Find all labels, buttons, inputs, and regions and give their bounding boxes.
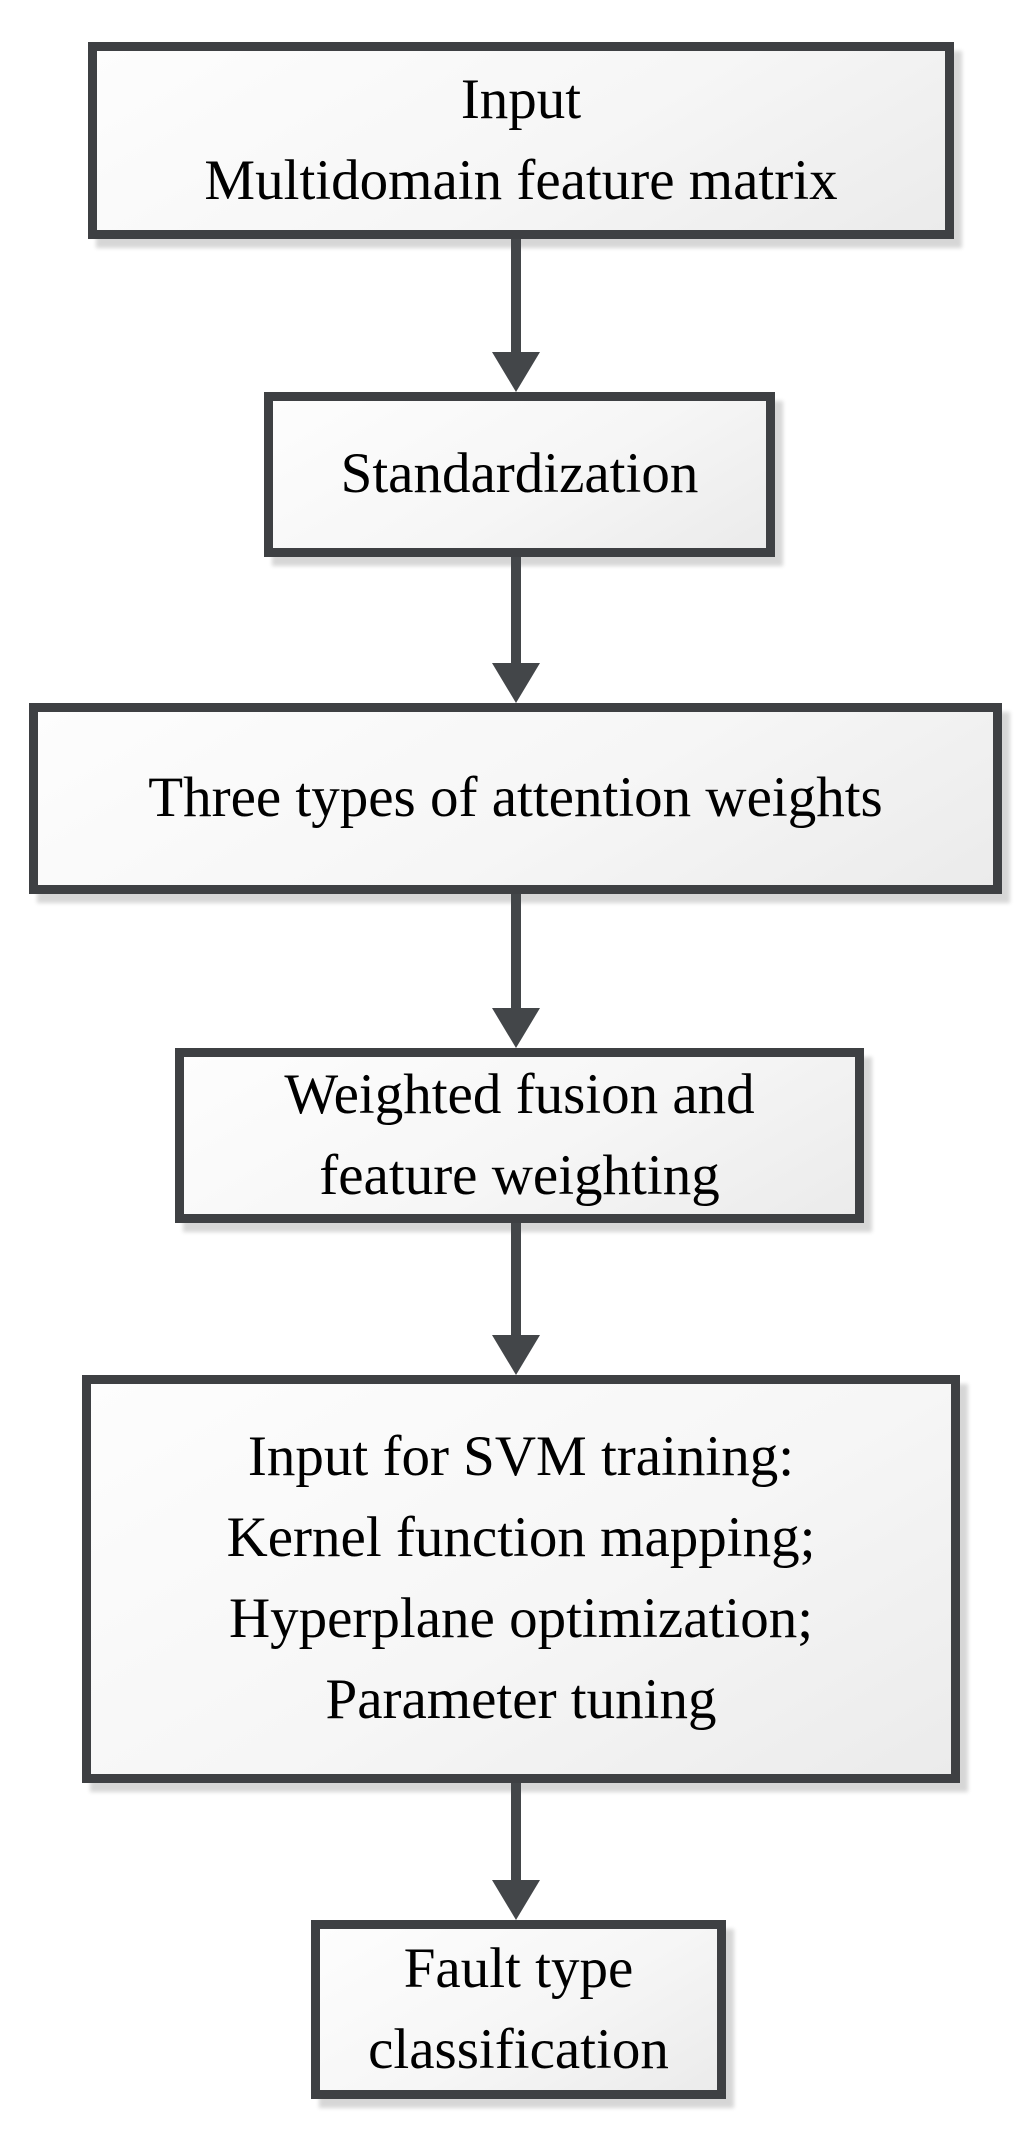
arrow-head-icon bbox=[492, 1008, 540, 1048]
node-weighted-fusion: Weighted fusion and feature weighting bbox=[175, 1048, 864, 1223]
node-attention-weights: Three types of attention weights bbox=[29, 703, 1002, 894]
node-line: Multidomain feature matrix bbox=[204, 148, 838, 212]
node-line: Three types of attention weights bbox=[148, 766, 883, 830]
arrow-head-icon bbox=[492, 663, 540, 703]
node-line: feature weighting bbox=[319, 1143, 720, 1207]
arrow-head-icon bbox=[492, 1335, 540, 1375]
node-input-matrix: Input Multidomain feature matrix bbox=[88, 42, 954, 239]
arrow-shaft bbox=[511, 1223, 521, 1335]
node-line: Input for SVM training: bbox=[247, 1425, 795, 1489]
arrow-shaft bbox=[511, 1783, 521, 1880]
arrow-down-5 bbox=[492, 1783, 540, 1920]
arrow-down-4 bbox=[492, 1223, 540, 1375]
node-svm-training: Input for SVM training: Kernel function … bbox=[82, 1375, 960, 1783]
arrow-shaft bbox=[511, 239, 521, 352]
node-line: classification bbox=[368, 2017, 669, 2081]
arrow-shaft bbox=[511, 557, 521, 663]
node-line: Fault type bbox=[403, 1936, 634, 2000]
arrow-down-1 bbox=[492, 239, 540, 392]
arrow-down-2 bbox=[492, 557, 540, 703]
arrow-shaft bbox=[511, 894, 521, 1008]
node-line: Input bbox=[460, 67, 582, 131]
node-line: Parameter tuning bbox=[325, 1667, 717, 1731]
node-line: Kernel function mapping; bbox=[226, 1506, 816, 1570]
node-standardization: Standardization bbox=[264, 392, 775, 557]
node-line: Standardization bbox=[340, 442, 699, 506]
arrow-down-3 bbox=[492, 894, 540, 1048]
node-line: Hyperplane optimization; bbox=[228, 1587, 814, 1650]
node-line: Weighted fusion and bbox=[284, 1062, 755, 1126]
arrow-head-icon bbox=[492, 352, 540, 392]
node-fault-classification: Fault type classification bbox=[311, 1920, 726, 2099]
arrow-head-icon bbox=[492, 1880, 540, 1920]
